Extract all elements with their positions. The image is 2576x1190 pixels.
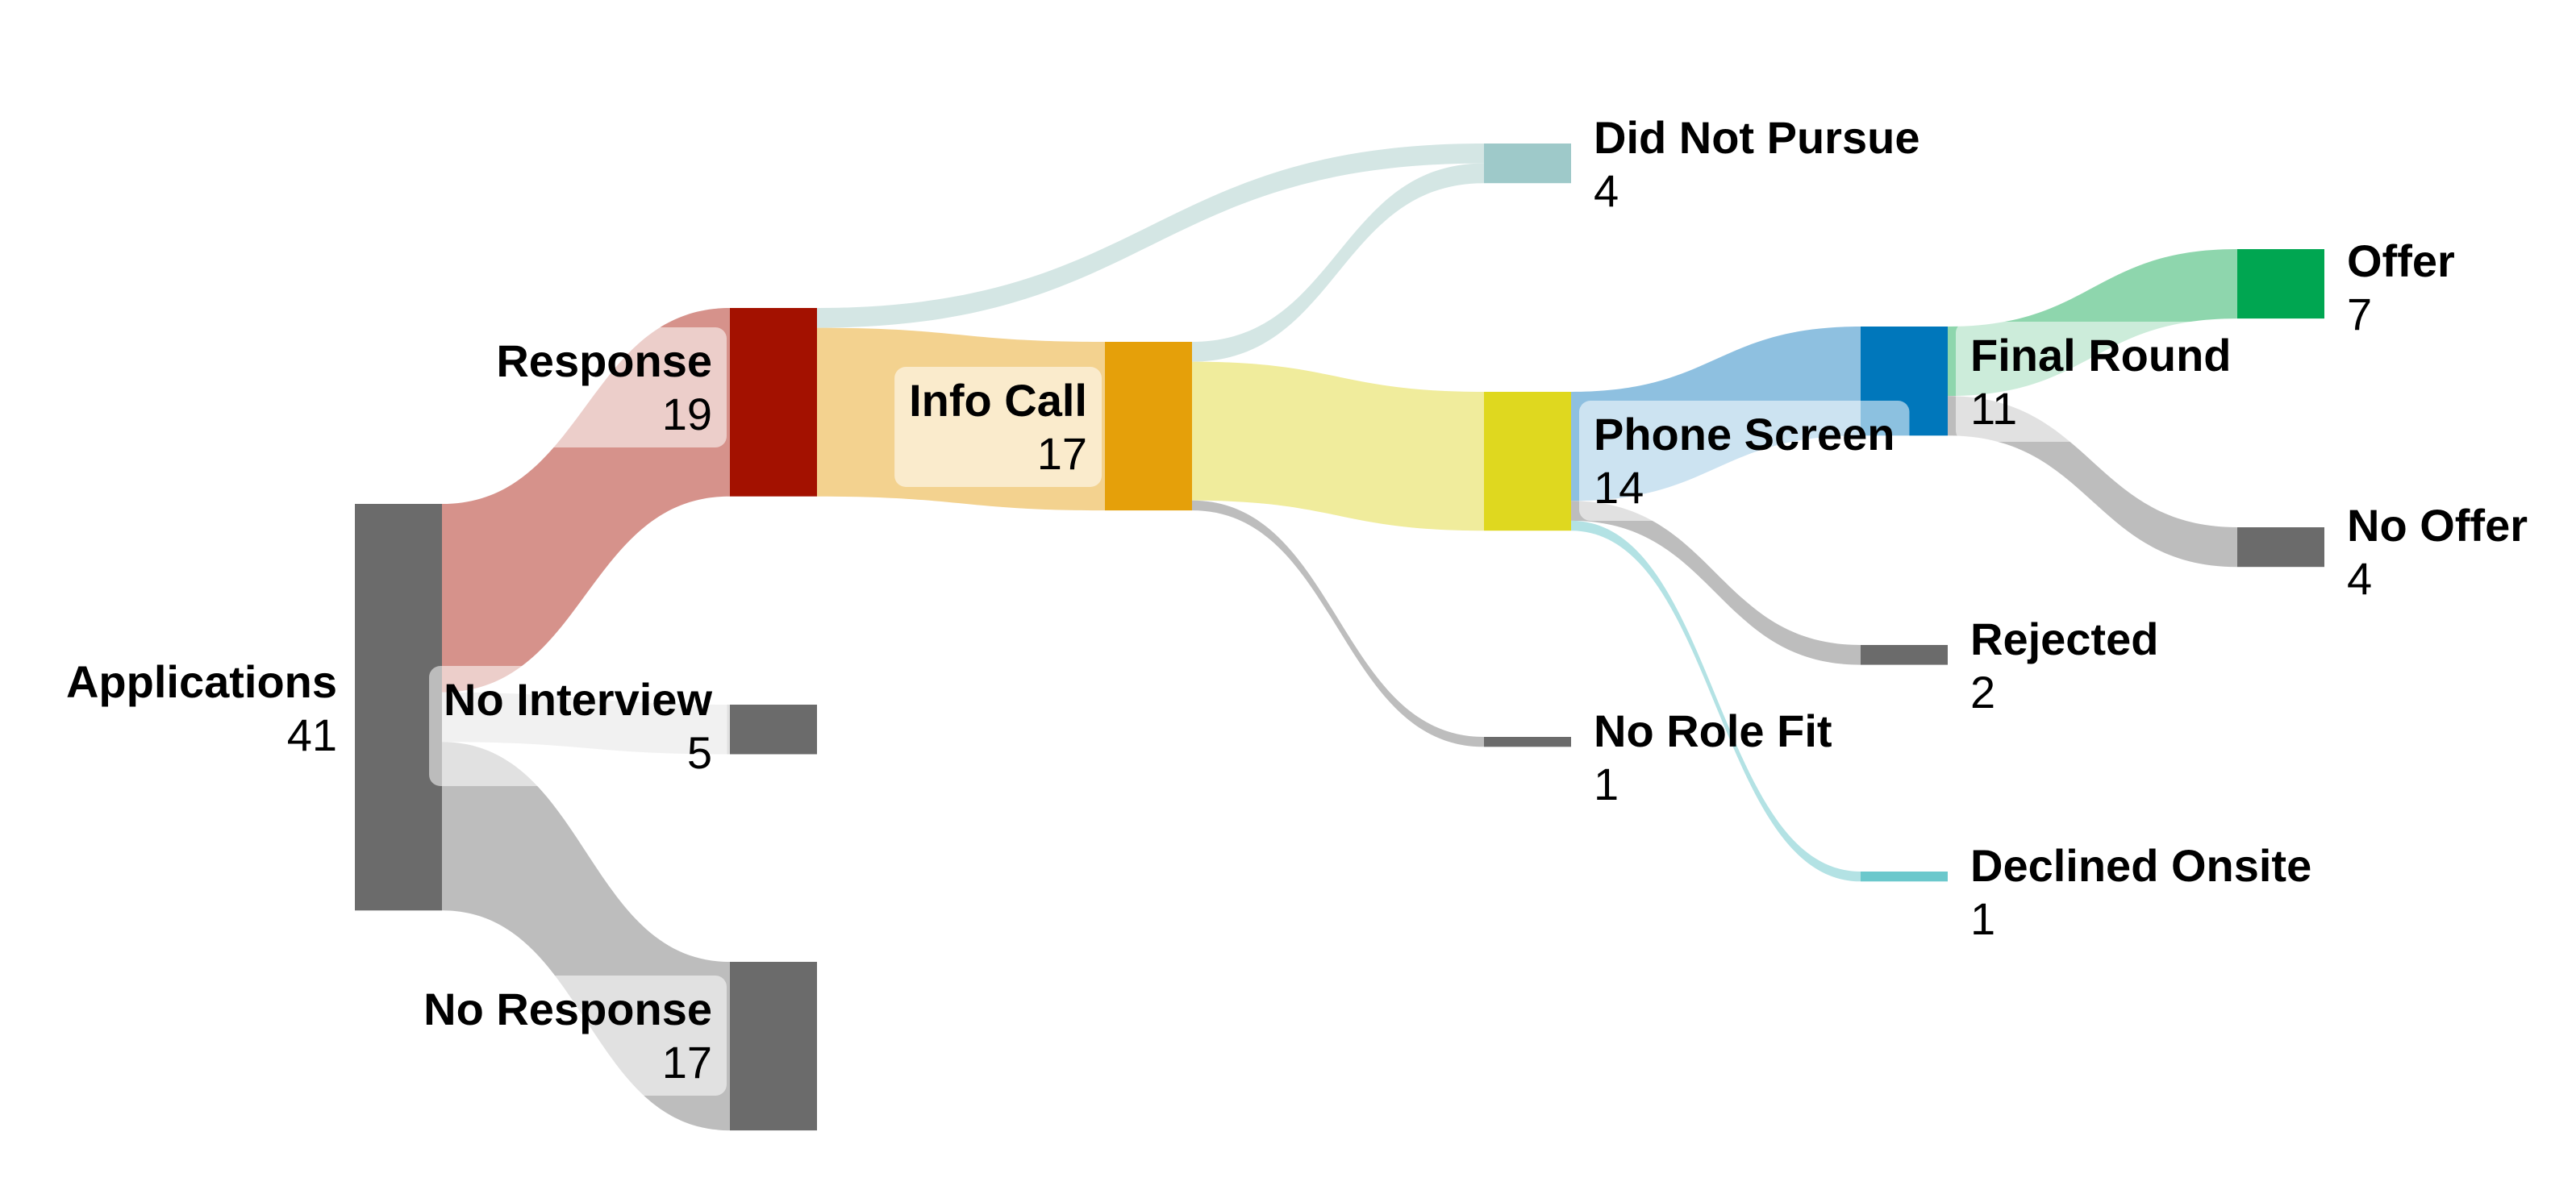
- link-response-to-did_not_pursue: [817, 144, 1484, 328]
- label-no_role_fit-name: No Role Fit: [1594, 705, 1832, 756]
- label-offer-name: Offer: [2347, 235, 2455, 286]
- label-rejected-name: Rejected: [1970, 614, 2158, 664]
- node-declined_onsite: [1861, 872, 1948, 882]
- label-applications-name: Applications: [66, 656, 337, 707]
- label-no_offer-name: No Offer: [2347, 500, 2528, 551]
- label-no_response-value: 17: [662, 1037, 712, 1088]
- label-response-value: 19: [662, 389, 712, 439]
- node-no_response: [730, 962, 817, 1131]
- label-offer-value: 7: [2347, 289, 2372, 339]
- node-applications: [355, 504, 442, 911]
- label-phone_screen-backdrop: [1579, 401, 1910, 521]
- label-no_interview-name: No Interview: [444, 674, 712, 725]
- link-phone_screen-to-declined_onsite: [1571, 520, 1861, 882]
- label-no_response-backdrop: [409, 976, 727, 1096]
- label-no_offer-value: 4: [2347, 553, 2372, 604]
- label-info_call-name: Info Call: [909, 375, 1087, 426]
- label-declined_onsite-value: 1: [1970, 893, 1995, 944]
- label-final_round-backdrop: [1956, 322, 2246, 442]
- label-info_call-value: 17: [1037, 428, 1087, 479]
- node-no_interview: [730, 705, 817, 755]
- label-no_response-name: No Response: [423, 984, 712, 1034]
- node-no_role_fit: [1484, 737, 1571, 747]
- node-offer: [2237, 249, 2324, 319]
- label-no_interview-backdrop: [429, 666, 727, 786]
- label-declined_onsite-name: Declined Onsite: [1970, 840, 2311, 891]
- label-response-backdrop: [481, 327, 727, 447]
- node-no_offer: [2237, 527, 2324, 568]
- label-no_role_fit-value: 1: [1594, 759, 1619, 809]
- label-phone_screen-name: Phone Screen: [1594, 409, 1894, 460]
- label-response-name: Response: [496, 335, 712, 386]
- link-info_call-to-no_role_fit: [1192, 500, 1484, 747]
- label-applications-value: 41: [287, 709, 337, 760]
- label-final_round-value: 11: [1970, 383, 2017, 434]
- link-info_call-to-did_not_pursue: [1192, 163, 1484, 362]
- node-rejected: [1861, 645, 1948, 665]
- nodes-layer: [355, 144, 2324, 1131]
- label-phone_screen-value: 14: [1594, 462, 1644, 513]
- node-phone_screen: [1484, 392, 1571, 531]
- label-final_round-name: Final Round: [1970, 330, 2232, 381]
- node-info_call: [1105, 342, 1192, 511]
- label-no_interview-value: 5: [687, 727, 712, 778]
- link-info_call-to-phone_screen: [1192, 361, 1484, 531]
- label-info_call-backdrop: [894, 367, 1102, 487]
- label-did_not_pursue-name: Did Not Pursue: [1594, 112, 1919, 163]
- link-phone_screen-to-rejected: [1571, 501, 1861, 665]
- node-did_not_pursue: [1484, 144, 1571, 184]
- node-response: [730, 308, 817, 497]
- label-rejected-value: 2: [1970, 667, 1995, 718]
- label-did_not_pursue-value: 4: [1594, 165, 1619, 216]
